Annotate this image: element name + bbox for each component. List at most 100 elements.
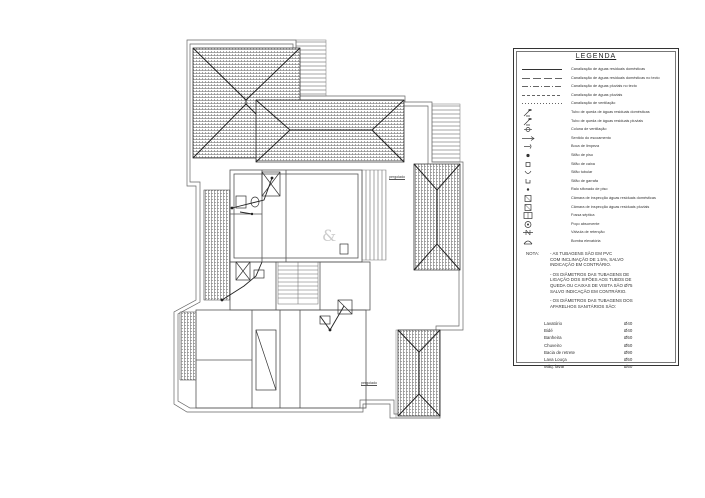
- legend-title: LEGENDA: [575, 53, 617, 60]
- note-line: SALVO INDICAÇÃO EM CONTRÁRIO.: [550, 288, 627, 294]
- inspection-chamber-icon: [520, 203, 564, 212]
- legend-label: Canalização de ventilação: [571, 101, 616, 106]
- fixture-name: Bidé: [544, 328, 553, 334]
- legend-label: Canalização de águas residuais doméstica…: [571, 75, 660, 80]
- gargoyle-siphon-icon: [520, 177, 564, 186]
- watermark-glyph: &: [322, 226, 336, 245]
- note-line: - AS TUBAGENS SÃO EM PVC: [550, 251, 613, 256]
- floor-siphon-icon: [520, 151, 564, 160]
- legend-row: Canalização de águas residuais doméstica…: [516, 65, 676, 74]
- legend-row: Tubo de queda de águas residuais pluviai…: [516, 117, 676, 126]
- legend-row: Tubo de queda de águas residuais domésti…: [516, 108, 676, 117]
- room-label-pergola-south: pergolado: [361, 381, 377, 386]
- legend-label: Canalização de águas residuais doméstica…: [571, 67, 646, 71]
- legend-label: Câmara de inspecção águas residuais pluv…: [571, 204, 650, 209]
- legend-label: Tubo de queda de águas residuais pluviai…: [571, 118, 644, 123]
- inspection-chamber-icon: [520, 194, 564, 203]
- legend-label: Coluna de ventilação: [571, 127, 607, 132]
- fixture-name: Chuveiro: [544, 342, 562, 348]
- fixture-row: Máq. lavar Ø50: [544, 363, 654, 370]
- fixture-diameter: Ø40: [624, 321, 633, 326]
- fixture-diameter: Ø50: [624, 342, 633, 348]
- legend-row: Canalização de águas pluviais: [516, 91, 676, 100]
- note-line: - OS DIÂMETROS DAS TUBAGENS DOS: [550, 298, 633, 304]
- cleanout-icon: [520, 142, 564, 151]
- legend-row: Ralo sifonado de piso: [516, 185, 676, 194]
- fixture-diameter: Ø90: [624, 349, 633, 355]
- drainage-pipes: [221, 177, 345, 331]
- legend-row: Câmara de inspecção águas residuais pluv…: [516, 203, 676, 212]
- fixture-row: Lavatório Ø40: [544, 320, 654, 327]
- legend-row: Poço absorvente: [516, 220, 676, 229]
- drainage-nodes: [220, 176, 332, 332]
- legend-row: Fossa séptica: [516, 211, 676, 220]
- legend-label: Válvula de retenção: [571, 230, 605, 235]
- roof-east: [413, 163, 461, 271]
- legend-row: Boca de limpeza: [516, 142, 676, 151]
- fixture-row: Bacia de retrete Ø90: [544, 349, 654, 356]
- legend-label: Bomba elevatória: [571, 238, 601, 243]
- fixture-name: Banheira: [544, 335, 562, 341]
- legend-row: Canalização de ventilação: [516, 99, 676, 108]
- fixture-diameter: Ø40: [624, 328, 633, 334]
- fixture-row: Lava Louça Ø50: [544, 356, 654, 363]
- legend-row: Canalização de águas residuais doméstica…: [516, 74, 676, 83]
- roof-southwest-strip: [179, 311, 197, 381]
- legend-label: Câmara de inspecção águas residuais domé…: [571, 195, 656, 200]
- fixture-row: Chuveiro Ø50: [544, 342, 654, 349]
- legend-label: Sifão de garrafa: [571, 178, 599, 183]
- check-valve-icon: [520, 228, 564, 237]
- roof-southeast: [397, 329, 441, 417]
- vent-column-icon: [520, 125, 564, 134]
- legend-label: Sifão tubular: [571, 170, 593, 175]
- room-label-pergola-north: pergolado: [389, 175, 405, 180]
- note-line: COM INCLINAÇÃO DE 1.5%, SALVO: [550, 256, 624, 262]
- line-dotted-icon: [520, 99, 564, 108]
- interior-walls: [195, 169, 371, 409]
- legend-row: Canalização de águas pluviais no tecto: [516, 82, 676, 91]
- legend-label: Canalização de águas pluviais no tecto: [571, 84, 637, 89]
- line-dash-dot-icon: [520, 82, 564, 91]
- legend-label: Sifão de piso: [571, 152, 593, 157]
- fixture-name: Lavatório: [544, 321, 563, 326]
- line-solid-icon: [520, 65, 564, 74]
- pump-icon: [520, 237, 564, 246]
- fixture-diameter: Ø50: [624, 356, 633, 362]
- legend-row: Bomba elevatória: [516, 237, 676, 246]
- legend-row: Coluna de ventilação: [516, 125, 676, 134]
- legend-inner-frame: [516, 51, 676, 363]
- legend-label: Poço absorvente: [571, 221, 600, 226]
- floor-drain-icon: [520, 185, 564, 194]
- legend-label: Fossa séptica: [571, 213, 595, 218]
- legend-label: Tubo de queda de águas residuais domésti…: [571, 109, 650, 114]
- sanitary-fixtures: [235, 171, 353, 391]
- legend-list: Canalização de águas residuais doméstica…: [516, 65, 676, 245]
- legend-panel: LEGENDA Canalização de águas residuais d…: [513, 48, 679, 369]
- stairs: [277, 261, 319, 305]
- legend-row: Sifão de garrafa: [516, 177, 676, 186]
- drop-pipe-icon: [520, 117, 564, 126]
- box-siphon-icon: [520, 160, 564, 169]
- line-dashed-long-icon: [520, 74, 564, 83]
- note-line: INDICAÇÃO EM CONTRÁRIO.: [550, 262, 611, 268]
- legend-row: Sentido do escoamento: [516, 134, 676, 143]
- drop-pipe-icon: [520, 108, 564, 117]
- fixture-name: Máq. lavar: [544, 364, 565, 370]
- fixture-diameter: Ø50: [624, 364, 633, 370]
- fixture-name: Bacia de retrete: [544, 349, 575, 355]
- fixture-row: Bidé Ø40: [544, 327, 654, 334]
- legend-label: Canalização de águas pluviais: [571, 92, 623, 97]
- tubular-siphon-icon: [520, 168, 564, 177]
- legend-label: Sifão de caixa: [571, 161, 595, 166]
- arrow-icon: [520, 134, 564, 143]
- fixture-name: Lava Louça: [544, 356, 567, 362]
- septic-tank-icon: [520, 211, 564, 220]
- note-line: LIGAÇÃO DOS SIFÕES AOS TUBOS DE: [550, 277, 632, 283]
- roof-center: [255, 99, 405, 163]
